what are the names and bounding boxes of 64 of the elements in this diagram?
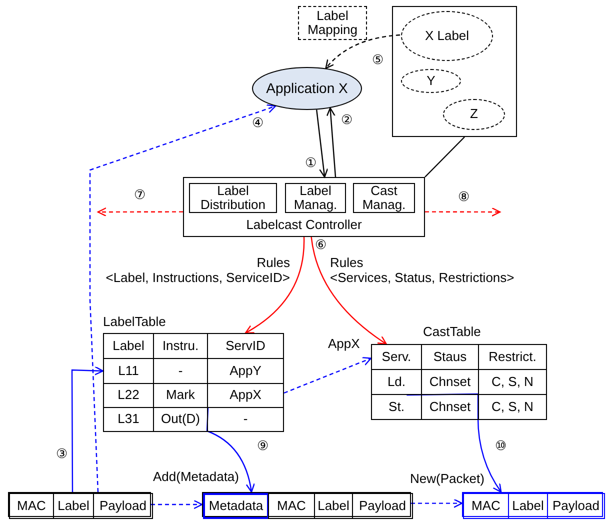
table-cell: L31 xyxy=(103,407,154,432)
column-header: Label xyxy=(103,333,154,359)
module-box: Label Distribution xyxy=(189,183,277,213)
table-cell: - xyxy=(207,407,284,432)
table-title: CastTable xyxy=(423,325,481,340)
table-title: LabelTable xyxy=(103,315,166,330)
arrow xyxy=(284,356,372,394)
connector-line xyxy=(424,136,465,178)
packet-field: Label xyxy=(508,493,548,519)
edge-label: Rules <Label, Instructions, ServiceID> xyxy=(104,256,290,286)
packet-frame xyxy=(202,492,411,517)
packet-field: MAC xyxy=(9,493,54,519)
arrow xyxy=(425,207,501,217)
edge-label: ⑩ xyxy=(495,440,507,453)
edge-label: Rules <Services, Status, Restrictions> xyxy=(330,256,516,286)
column-header: ServID xyxy=(207,333,284,359)
edge-label: ① xyxy=(305,157,317,170)
module-box: Cast Manag. xyxy=(353,183,415,213)
edge-label: AppX xyxy=(328,337,360,352)
arrow xyxy=(326,107,336,178)
arrow xyxy=(310,236,387,345)
step-number: ⑥ xyxy=(315,239,327,252)
packet-field: MAC xyxy=(268,493,315,519)
edge-label: ⑦ xyxy=(134,189,146,202)
edge-label: ② xyxy=(341,114,353,127)
arrow xyxy=(89,104,276,492)
arrow xyxy=(97,207,183,217)
arrow xyxy=(325,34,400,69)
note-box: Label Mapping xyxy=(298,6,367,40)
arrow xyxy=(406,393,502,493)
packet-field: Label xyxy=(53,493,94,519)
arrow xyxy=(206,408,255,493)
arrow xyxy=(71,366,104,492)
controller-title: Labelcast Controller xyxy=(245,218,363,233)
controller-box xyxy=(183,177,425,237)
column-header: Restrict. xyxy=(478,344,547,370)
table-cell: C, S, N xyxy=(478,394,547,420)
arrow xyxy=(411,498,463,508)
dashed-ellipse: X Label xyxy=(401,11,493,61)
edge-label: ⑤ xyxy=(372,54,384,67)
arrow xyxy=(151,500,203,510)
frame-box xyxy=(392,6,517,137)
packet-field: Payload xyxy=(93,493,153,519)
application-ellipse: Application X xyxy=(252,67,362,110)
packet-caption: New(Packet) xyxy=(410,472,484,487)
packet-field: Payload xyxy=(352,493,413,519)
packet-frame xyxy=(462,492,603,517)
edge-label: ⑨ xyxy=(257,440,269,453)
dashed-ellipse: Y xyxy=(401,69,461,93)
packet-field: Metadata xyxy=(203,493,269,519)
packet-field: Label xyxy=(314,493,353,519)
table-cell: St. xyxy=(371,394,422,420)
arrow xyxy=(244,237,305,334)
dashed-ellipse: Z xyxy=(443,99,505,130)
packet-field: MAC xyxy=(463,493,509,519)
edge-label: ⑧ xyxy=(458,191,470,204)
packet-caption: Add(Metadata) xyxy=(153,470,239,485)
column-header: Serv. xyxy=(371,344,422,370)
edge-label: ③ xyxy=(56,448,68,461)
packet-field: Payload xyxy=(547,493,605,519)
packet-frame xyxy=(8,492,151,517)
module-box: Label Manag. xyxy=(285,183,346,213)
arrow xyxy=(316,110,328,178)
edge-label: ④ xyxy=(252,117,264,130)
